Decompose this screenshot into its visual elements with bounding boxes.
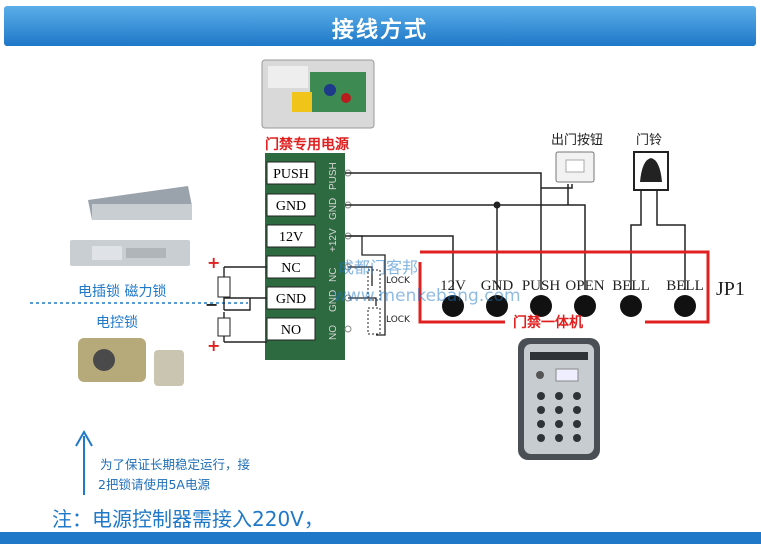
magnetic-lock-label: 电插锁 磁力锁 (78, 284, 166, 300)
terminal-nc: NC (281, 261, 300, 276)
ctrl-label-bell-1: BELL (612, 278, 650, 294)
board-label-nc: NC (328, 268, 339, 282)
connector-label: JP1 (716, 278, 745, 300)
board-label-gnd-2: GND (328, 290, 339, 312)
lock-tag-1: LOCK (386, 276, 411, 286)
supply-terminals: PUSH GND 12V NC GND NO (266, 161, 316, 341)
board-label-push: PUSH (328, 162, 339, 190)
board-label-gnd: GND (328, 198, 339, 220)
board-labels: PUSH GND +12V NC GND NO (328, 162, 339, 340)
ctrl-label-open: OPEN (565, 278, 604, 294)
board-screws (344, 169, 352, 333)
controller-wires (345, 172, 686, 290)
footer-note: 注：电源控制器需接入220V， (52, 507, 324, 531)
keypad-image (518, 338, 600, 460)
terminal-gnd-2: GND (276, 292, 306, 307)
magnetic-lock-image (88, 186, 192, 220)
exit-button-label: 出门按钮 (551, 133, 603, 148)
tip-line1: 为了保证长期稳定运行，接 (100, 457, 251, 472)
watermark-line2: www.menkebang.com (333, 286, 521, 306)
ctrl-label-bell-2: BELL (666, 278, 704, 294)
tip-line2: 2把锁请使用5A电源 (98, 477, 210, 492)
lock-plus-1: + (207, 253, 220, 272)
terminal-no: NO (281, 323, 301, 338)
terminal-12v: 12V (279, 230, 303, 245)
terminal-gnd: GND (276, 199, 306, 214)
lock-tag-2: LOCK (386, 315, 411, 325)
electric-bolt-lock-image (70, 240, 190, 266)
power-supply-label: 门禁专用电源 (265, 136, 349, 153)
ctrl-label-gnd: GND (481, 278, 514, 294)
controller-frame-right (420, 250, 710, 324)
lock-plus-2: + (207, 336, 220, 355)
doorbell-label: 门铃 (636, 133, 662, 148)
terminal-push: PUSH (273, 167, 309, 182)
electric-control-lock-image (78, 338, 184, 386)
ctrl-label-push: PUSH (522, 278, 561, 294)
board-label-no: NO (328, 325, 339, 340)
controller-frame-left (418, 262, 505, 324)
controller-terminal-labels: 12V GND PUSH OPEN BELL BELL (440, 278, 704, 294)
lock-wires-left (223, 266, 267, 343)
controller-terminals (442, 295, 696, 317)
electric-lock-symbol (217, 317, 231, 337)
power-supply-photo (261, 59, 375, 129)
board-label-12v: +12V (328, 228, 339, 252)
controller-label: 门禁一体机 (513, 314, 583, 331)
lock-minus-1: − (205, 295, 218, 314)
title-banner: 接线方式 (4, 6, 756, 46)
page-title: 接线方式 (331, 18, 428, 43)
ctrl-label-12v: 12V (440, 278, 466, 294)
electric-lock-label: 电控锁 (96, 315, 138, 331)
magnetic-lock-symbol (217, 276, 231, 298)
watermark-line1: 成都门客邦 (338, 258, 418, 277)
footer-bar (0, 532, 761, 544)
